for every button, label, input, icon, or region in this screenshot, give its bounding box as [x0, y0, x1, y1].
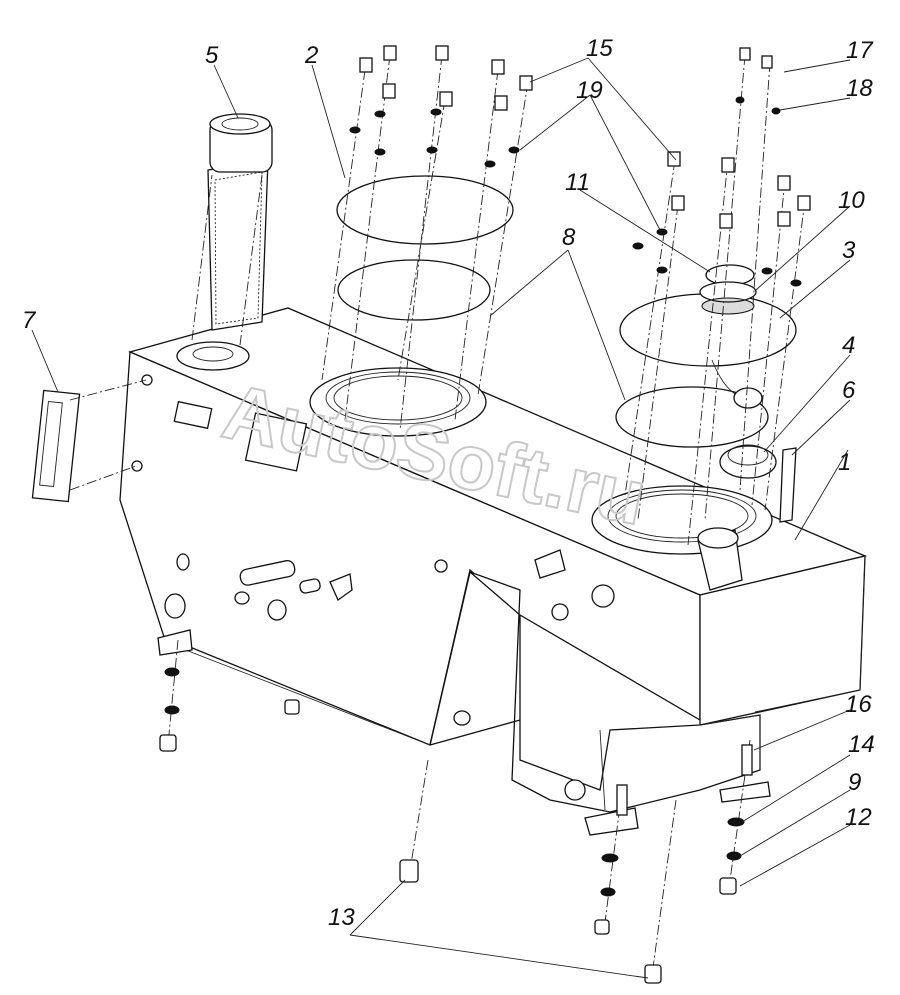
level-gauge [31, 379, 147, 503]
callout-1: 1 [838, 449, 851, 476]
callout-18: 18 [846, 75, 873, 102]
leader-lines [31, 57, 851, 979]
callout-19: 19 [576, 77, 603, 104]
left-inspection-opening [309, 367, 487, 437]
callout-10: 10 [838, 187, 865, 214]
bolts [159, 45, 811, 984]
callout-3: 3 [842, 237, 856, 264]
callout-6: 6 [842, 377, 856, 404]
right-cover [615, 264, 797, 523]
callout-9: 9 [848, 769, 861, 796]
callout-13: 13 [328, 904, 355, 931]
callout-7: 7 [22, 307, 37, 334]
right-inspection-opening [591, 485, 773, 591]
filler-flange [176, 341, 250, 371]
left-cover [336, 175, 514, 321]
callout-14: 14 [848, 731, 875, 758]
callout-labels: 1 2 3 4 5 6 7 8 9 10 11 12 13 14 15 16 1… [22, 35, 875, 931]
filter-assembly [191, 113, 273, 346]
callout-5: 5 [205, 42, 219, 69]
callout-16: 16 [845, 691, 872, 718]
callout-11: 11 [565, 169, 590, 196]
callout-15: 15 [586, 35, 613, 62]
callout-12: 12 [845, 804, 872, 831]
callout-17: 17 [846, 37, 874, 64]
callout-2: 2 [304, 42, 318, 69]
front-fittings [131, 374, 615, 801]
callout-8: 8 [562, 224, 576, 251]
callout-4: 4 [842, 332, 855, 359]
